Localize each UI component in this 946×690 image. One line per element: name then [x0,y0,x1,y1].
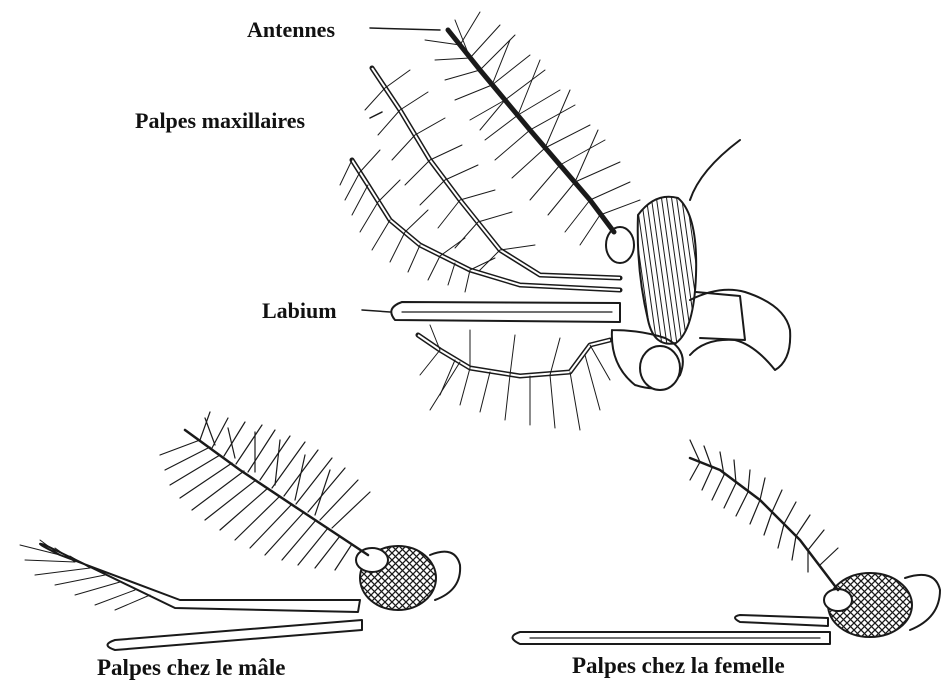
maxillary-palps-label: Palpes maxillaires [135,110,305,132]
antenna-pedicel [606,227,634,263]
female-antenna-hairs [690,440,838,572]
female-palps-diagram [513,440,941,644]
female-palp [735,615,828,626]
male-palp-hairs [20,540,150,610]
palp-hairs-upper [365,70,535,272]
male-proboscis [108,620,363,650]
female-antenna-base [824,589,852,611]
antennae-label: Antennes [247,19,335,41]
compound-eye [638,197,696,344]
male-antenna-shaft [185,430,368,555]
thorax-outline [690,140,790,370]
labium-leader-line [362,310,390,312]
male-palps-diagram [20,412,460,650]
labrum-base [640,346,680,390]
antenna-hairs-upper [425,12,640,245]
male-palp-shaft [40,544,360,612]
top-head-diagram [340,12,790,430]
female-caption: Palpes chez la femelle [572,654,785,677]
female-antenna-shaft [690,458,838,590]
male-caption: Palpes chez le mâle [97,656,285,679]
neck-segment [696,292,745,340]
palps-leader-line [370,112,382,118]
labium-label: Labium [262,300,337,322]
antennae-leader-line [370,28,440,30]
